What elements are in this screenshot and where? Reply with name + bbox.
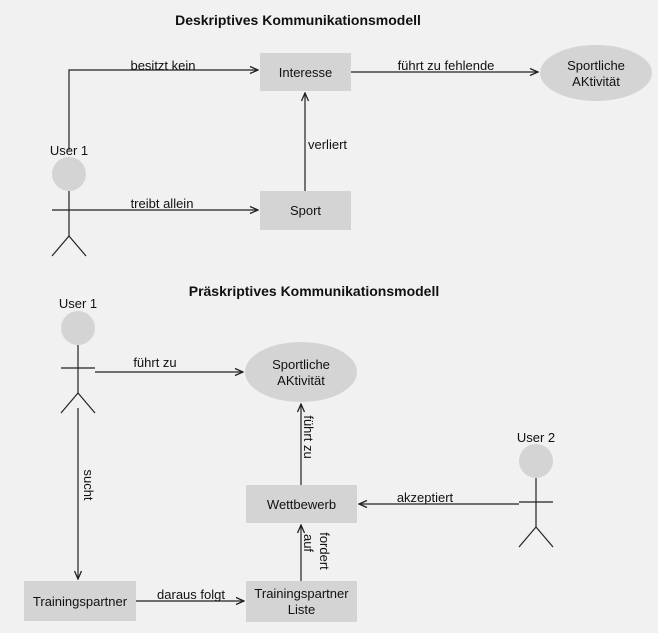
edge-besitzt-kein-label: besitzt kein — [130, 58, 195, 73]
node-liste-line1: Trainingspartner — [254, 586, 349, 601]
edge-besitzt-kein — [68, 70, 258, 150]
node-sportliche-aktivitaet-descriptive: Sportliche AKtivität — [540, 45, 652, 101]
edge-daraus-folgt-label: daraus folgt — [157, 587, 225, 602]
edge-treibt-allein-label: treibt allein — [131, 196, 194, 211]
node-sport-label: Sport — [290, 203, 321, 218]
node-aktivitaet-ellipse — [245, 342, 357, 402]
title-descriptive: Deskriptives Kommunikationsmodell — [175, 12, 421, 28]
node-wettbewerb-box — [246, 485, 357, 523]
node-trainingspartner-box — [24, 581, 136, 621]
edge-fuehrt-zu-label: führt zu — [133, 355, 176, 370]
node-interesse-label: Interesse — [279, 65, 332, 80]
node-aktivitaet-line1: Sportliche — [567, 58, 625, 73]
actor-user1-label: User 1 — [50, 143, 88, 158]
node-interesse-box — [260, 53, 351, 91]
actor-right-leg — [535, 526, 554, 548]
actor-user1-label: User 1 — [59, 296, 97, 311]
actor-left-leg — [518, 526, 537, 548]
node-trainingspartner-liste: Trainingspartner Liste — [246, 581, 357, 622]
edge-fuehrt-zu-vertical-label: führt zu — [301, 415, 316, 458]
node-aktivitaet-line1: Sportliche — [272, 357, 330, 372]
edge-auf-label: auf — [301, 534, 316, 552]
node-wettbewerb: Wettbewerb — [246, 485, 357, 523]
node-sport-box — [260, 191, 351, 230]
actor-left-leg — [51, 235, 70, 257]
actor-right-leg — [77, 392, 96, 414]
node-wettbewerb-label: Wettbewerb — [267, 497, 336, 512]
edge-verliert-label: verliert — [308, 137, 347, 152]
actor-user2-label: User 2 — [517, 430, 555, 445]
node-interesse: Interesse — [260, 53, 351, 91]
actor-head — [519, 444, 553, 478]
actor-head — [52, 157, 86, 191]
node-sportliche-aktivitaet-prescriptive: Sportliche AKtivität — [245, 342, 357, 402]
actor-user2-prescriptive: User 2 — [517, 430, 555, 548]
node-liste-line2: Liste — [288, 602, 315, 617]
edge-fordert-label: fordert — [317, 532, 332, 570]
actor-user1-prescriptive: User 1 — [59, 296, 97, 414]
actor-user1-descriptive: User 1 — [50, 143, 88, 257]
node-aktivitaet-line2: AKtivität — [277, 373, 325, 388]
node-liste-box — [246, 581, 357, 622]
title-prescriptive: Präskriptives Kommunikationsmodell — [189, 283, 440, 299]
edge-akzeptiert-label: akzeptiert — [397, 490, 454, 505]
node-aktivitaet-ellipse — [540, 45, 652, 101]
edge-sucht-label: sucht — [81, 469, 96, 500]
actor-left-leg — [60, 392, 79, 414]
node-trainingspartner-label: Trainingspartner — [33, 594, 128, 609]
node-aktivitaet-line2: AKtivität — [572, 74, 620, 89]
actor-right-leg — [68, 235, 87, 257]
actor-head — [61, 311, 95, 345]
node-trainingspartner: Trainingspartner — [24, 581, 136, 621]
node-sport: Sport — [260, 191, 351, 230]
edge-fuehrt-zu-fehlende-label: führt zu fehlende — [398, 58, 495, 73]
